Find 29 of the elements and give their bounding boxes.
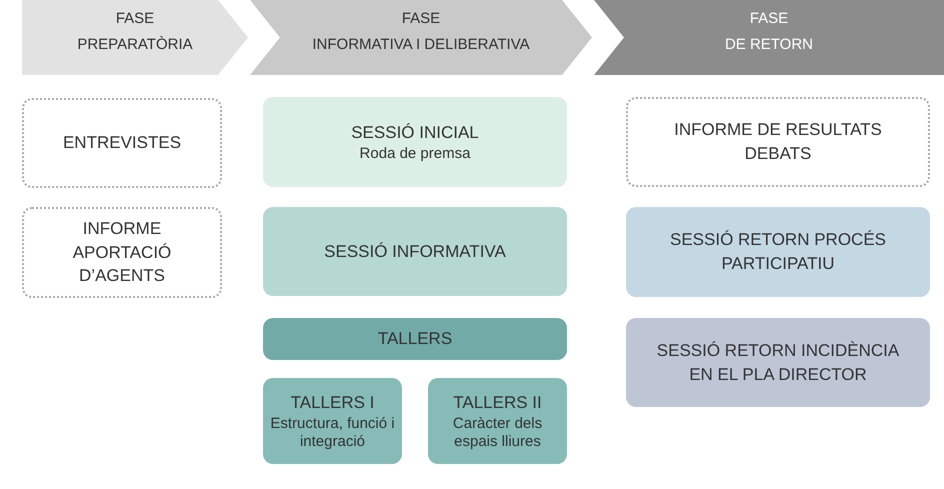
rounded-box [263, 378, 402, 464]
rounded-box [263, 318, 567, 360]
box-title: INFORME DE RESULTATS DEBATS [673, 119, 883, 165]
dotted-box [626, 97, 930, 187]
box-title: TALLERS II [452, 392, 543, 414]
box-title: SESSIÓ RETORN INCIDÈNCIA EN EL PLA DIRECTOR [656, 340, 900, 386]
rounded-box [626, 207, 930, 297]
phase-banner [250, 0, 592, 75]
box-title: ENTREVISTES [62, 132, 182, 154]
box-title: SESSIÓ INFORMATIVA [323, 240, 507, 263]
box-subtitle: Roda de premsa [358, 144, 472, 163]
box-title: SESSIÓ RETORN PROCÉS PARTICIPATIU [668, 229, 887, 275]
dotted-box [22, 207, 222, 298]
phase-banner [22, 0, 248, 75]
box-subtitle: Estructura, funció i integració [269, 414, 396, 451]
phase-title: FASE DE RETORN [724, 9, 814, 56]
rounded-box [263, 97, 567, 187]
rounded-box [626, 318, 930, 407]
dotted-box [22, 98, 222, 188]
phase-title: FASE INFORMATIVA I DELIBERATIVA [311, 9, 531, 56]
phase-title: FASE PREPARATÒRIA [76, 9, 194, 56]
phase-banner [594, 0, 944, 75]
box-title: TALLERS I [290, 392, 376, 414]
box-title: INFORME APORTACIÓ D’AGENTS [72, 218, 172, 288]
box-title: SESSIÓ INICIAL [350, 122, 480, 144]
rounded-box [428, 378, 567, 464]
box-subtitle: Caràcter dels espais lliures [452, 414, 544, 451]
rounded-box [263, 207, 567, 296]
box-title: TALLERS [376, 328, 454, 350]
